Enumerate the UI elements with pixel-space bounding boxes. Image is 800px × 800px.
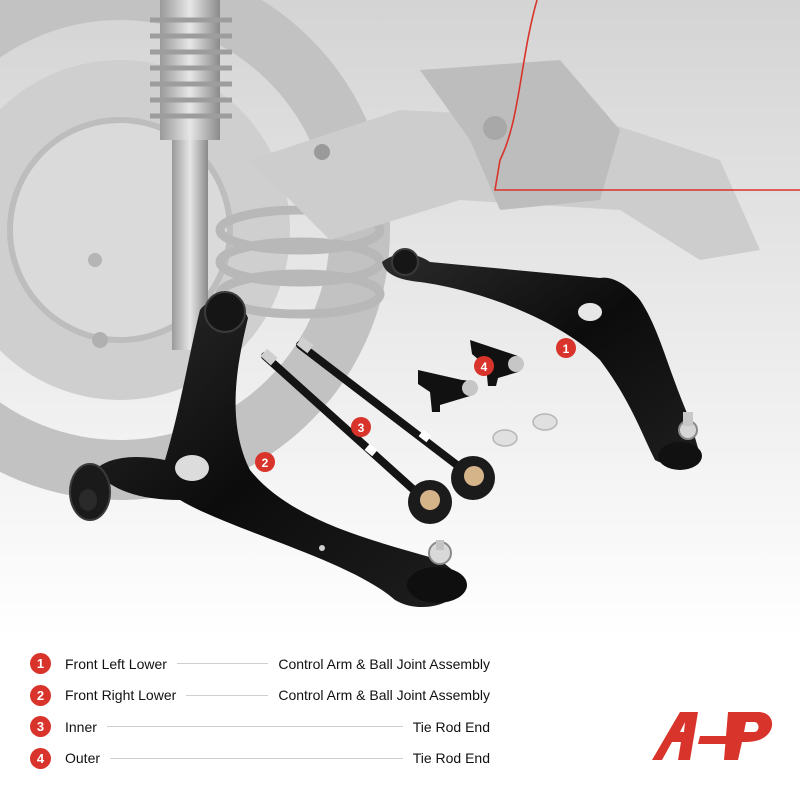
callout-2: 2 (255, 452, 275, 472)
legend-number-badge: 4 (30, 747, 51, 769)
svg-text:4: 4 (481, 360, 488, 374)
legend-part-description: Control Arm & Ball Joint Assembly (278, 655, 490, 672)
callout-3: 3 (351, 417, 371, 437)
svg-text:2: 2 (262, 456, 269, 470)
callout-4: 4 (474, 356, 494, 376)
legend-row-3: 3 Inner Tie Rod End (30, 711, 490, 743)
background-suspension-photo (0, 0, 800, 640)
legend-part-description: Tie Rod End (412, 750, 490, 767)
callout-1: 1 (556, 338, 576, 358)
legend-number-badge: 2 (30, 684, 51, 706)
legend-row-4: 4 Outer Tie Rod End (30, 743, 490, 775)
legend-part-name: Inner (65, 718, 97, 735)
legend-leader-line (106, 726, 403, 728)
parts-legend: 1 Front Left Lower Control Arm & Ball Jo… (30, 648, 490, 774)
legend-part-description: Tie Rod End (412, 718, 490, 735)
legend-part-name: Front Right Lower (65, 687, 177, 704)
svg-text:1: 1 (563, 342, 570, 356)
legend-leader-line (176, 663, 269, 665)
product-scene: 1 2 3 4 (0, 0, 800, 640)
legend-row-2: 2 Front Right Lower Control Arm & Ball J… (30, 680, 490, 712)
svg-text:3: 3 (358, 421, 365, 435)
outer-tie-rod-ends (418, 340, 558, 447)
front-left-lower-control-arm (382, 248, 702, 470)
legend-leader-line (110, 757, 403, 759)
legend-part-name: Outer (65, 750, 101, 767)
legend-number-badge: 3 (30, 716, 51, 738)
a-premium-logo-icon (652, 712, 773, 760)
legend-row-1: 1 Front Left Lower Control Arm & Ball Jo… (30, 648, 490, 680)
inner-tie-rods (260, 336, 495, 524)
legend-number-badge: 1 (30, 653, 51, 675)
legend-part-description: Control Arm & Ball Joint Assembly (278, 687, 490, 704)
front-right-lower-control-arm (69, 291, 467, 608)
legend-part-name: Front Left Lower (65, 655, 167, 672)
legend-leader-line (186, 694, 269, 696)
